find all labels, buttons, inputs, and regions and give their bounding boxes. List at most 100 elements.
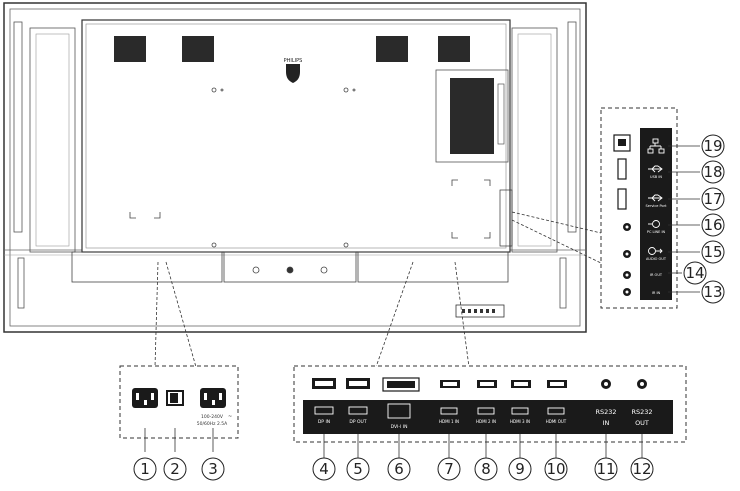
audio-in-icon [648,220,660,228]
svg-text:1: 1 [140,460,150,478]
side-icons [647,138,665,255]
svg-text:12: 12 [632,460,651,478]
bottom-io-strip [455,304,505,318]
displayport-icon [312,378,336,389]
hdmi-icon [477,380,497,388]
svg-text:18: 18 [703,163,722,181]
ac-inlet-icon [200,388,226,408]
callout-13: 13 [701,280,725,304]
svg-text:13: 13 [703,283,722,301]
callout-2: 2 [163,457,187,481]
svg-text:11: 11 [596,460,615,478]
port-label-bar [303,400,673,434]
svg-text:3: 3 [208,460,218,478]
rs232-jack-icon [601,379,611,389]
power-detail-box: 100-240V ~ 50/60Hz 2.5A [119,365,239,452]
svg-text:9: 9 [515,460,525,478]
svg-text:15: 15 [703,243,722,261]
bottom-io-detail-box: DP IN DP OUT DVI-I IN HDMI 1 IN HDMI 2 I… [293,365,687,458]
connector-row [312,377,647,392]
callout-18: 18 [701,160,725,184]
side-label-usb-in: USB IN [650,175,662,179]
svg-text:6: 6 [394,460,404,478]
callout-8: 8 [474,457,498,481]
svg-text:2: 2 [170,460,180,478]
svg-text:14: 14 [685,264,704,282]
port-label-hdmi3-in: HDMI 3 IN [510,419,530,424]
svg-text:16: 16 [703,216,722,234]
port-label-rs232-in-line1: RS232 [595,408,616,416]
port-label-hdmi-out: HDMI OUT [546,419,567,424]
audio-jack-icon [623,250,631,258]
rj45-port-icon [613,134,631,152]
callout-1: 1 [133,457,157,481]
callout-10: 10 [544,457,568,481]
side-io-detail-box: USB IN Service Port PC LINE IN AUDIO OUT… [600,107,700,309]
port-label-rs232-in-line2: IN [603,419,610,427]
monitor-inner-frame [9,8,581,327]
side-connectors [613,134,631,296]
callout-4: 4 [312,457,336,481]
callout-17: 17 [701,187,725,211]
power-rating-line1: 100-240V [201,414,224,420]
callout-3: 3 [201,457,225,481]
rs232-jack-icon [637,379,647,389]
callout-7: 7 [437,457,461,481]
port-label-hdmi1-in: HDMI 1 IN [439,419,459,424]
dvi-icon [382,377,420,392]
svg-text:19: 19 [703,137,722,155]
svg-text:PHILIPS: PHILIPS [284,58,303,64]
callout-14: 14 [683,261,707,285]
callout-11: 11 [594,457,618,481]
vent-grilles [114,36,494,154]
svg-text:4: 4 [319,460,329,478]
port-label-dp-out: DP OUT [349,419,366,425]
side-label-ir-out: IR OUT [650,273,663,277]
callout-5: 5 [346,457,370,481]
port-label-rs232-out-line1: RS232 [631,408,652,416]
svg-text:10: 10 [546,460,565,478]
callout-16: 16 [701,213,725,237]
displayport-icon [346,378,370,389]
side-port-labels: USB IN Service Port PC LINE IN AUDIO OUT… [646,175,668,295]
number-callouts: 1 2 3 4 5 6 7 8 9 10 11 12 19 18 17 16 1… [133,134,725,481]
usb-icon [648,165,663,173]
power-rating-line2: 50/60Hz 2.5A [197,421,228,427]
hdmi-icon [511,380,531,388]
callout-lines [154,211,602,368]
side-label-bar [640,128,672,300]
port-label-hdmi2-in: HDMI 2 IN [476,419,496,424]
svg-text:7: 7 [444,460,454,478]
hdmi-icon [440,380,460,388]
audio-jack-icon [623,223,631,231]
usb-port-icon [617,188,627,210]
ir-jack-icon [623,288,631,296]
callout-9: 9 [508,457,532,481]
svg-text:17: 17 [703,190,722,208]
audio-out-icon [648,247,663,255]
port-label-dp-in: DP IN [318,419,330,425]
hdmi-icon [547,380,567,388]
mount-marks [129,87,491,248]
svg-text:8: 8 [481,460,491,478]
ac-tilde: ~ [228,414,232,420]
port-label-rs232-out-line2: OUT [635,419,649,427]
port-labels: DP IN DP OUT DVI-I IN HDMI 1 IN HDMI 2 I… [318,408,653,430]
port-label-dvi-in: DVI-I IN [391,424,408,430]
side-label-service-port: Service Port [646,204,668,208]
ac-inlet-icon [132,388,158,408]
monitor-rear: PHILIPS [3,2,587,333]
callout-15: 15 [701,240,725,264]
callout-12: 12 [630,457,654,481]
side-label-ir-in: IR IN [652,291,661,295]
ir-jack-icon [623,271,631,279]
philips-shield-logo: PHILIPS [284,58,303,83]
bar-port-icons [314,403,565,419]
callout-6: 6 [387,457,411,481]
side-label-pc-line-in: PC LINE IN [647,230,666,234]
usb-port-icon [617,158,627,180]
bottom-brackets [71,251,509,283]
svg-text:5: 5 [353,460,363,478]
side-label-audio-out: AUDIO OUT [646,257,667,261]
